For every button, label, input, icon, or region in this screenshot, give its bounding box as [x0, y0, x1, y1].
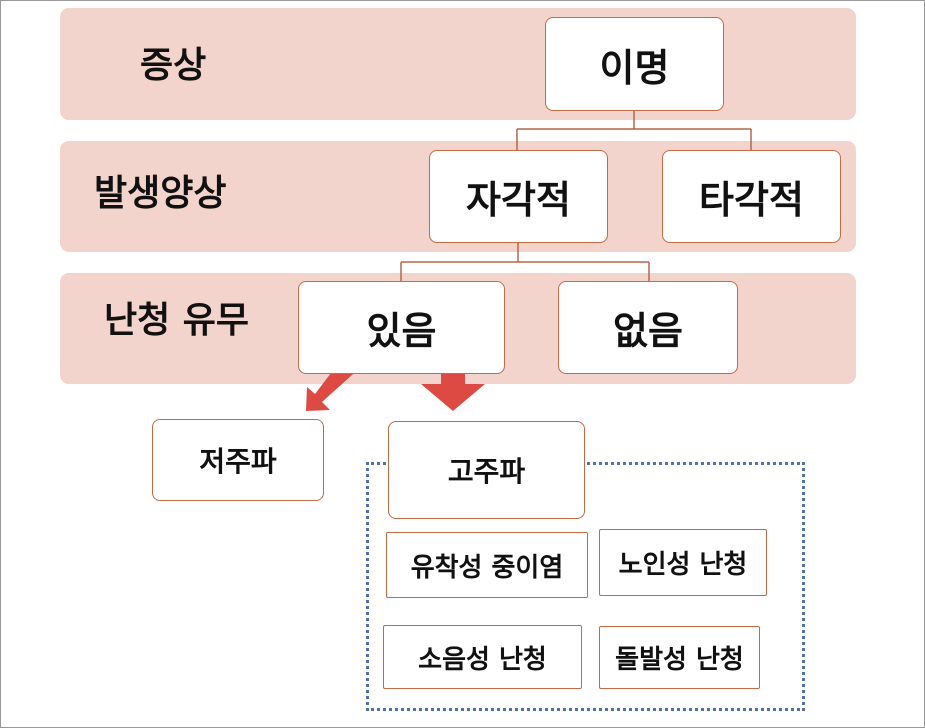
row-label-onset: 발생양상 — [94, 173, 227, 214]
node-present: 있음 — [298, 281, 505, 374]
node-low-frequency: 저주파 — [152, 419, 324, 501]
high-frequency-cause-group — [366, 462, 805, 711]
node-high-frequency: 고주파 — [388, 421, 585, 519]
row-label-symptom: 증상 — [140, 45, 207, 86]
node-objective: 타각적 — [662, 150, 841, 243]
cause-noise-induced-hearing-loss: 소음성 난청 — [383, 625, 582, 689]
cause-sudden-hearing-loss: 돌발성 난청 — [599, 626, 760, 689]
cause-presbycusis: 노인성 난청 — [599, 529, 767, 596]
cause-adhesive-otitis-media: 유착성 중이염 — [386, 532, 588, 598]
node-subjective: 자각적 — [429, 150, 608, 243]
row-label-hearing-loss: 난청 유무 — [104, 300, 250, 341]
node-tinnitus: 이명 — [545, 17, 724, 111]
node-absent: 없음 — [558, 281, 738, 374]
